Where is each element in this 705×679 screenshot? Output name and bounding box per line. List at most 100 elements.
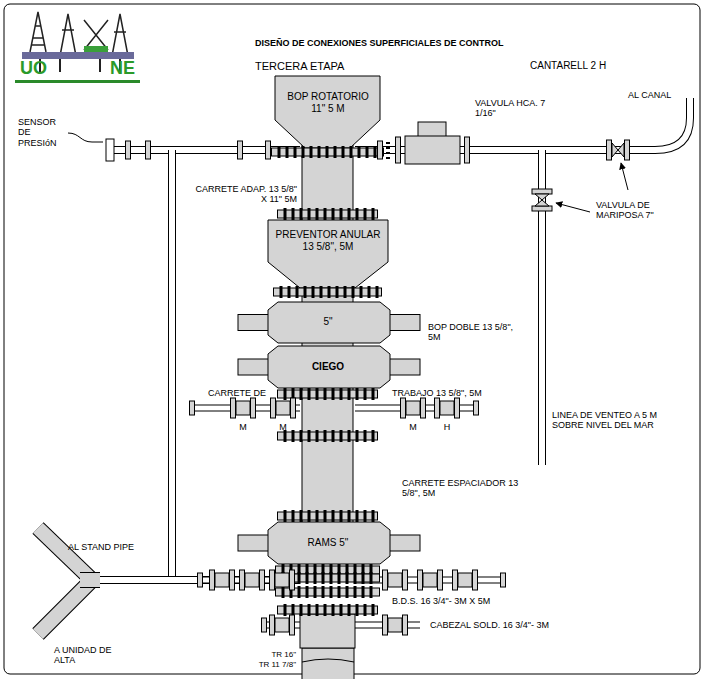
bolt <box>372 510 375 522</box>
rotating-bop-body <box>275 76 380 148</box>
side-flange <box>262 618 267 632</box>
part-label: SENSOR DE PRESIóN <box>18 117 70 148</box>
valve-type: H <box>440 422 454 432</box>
side-flange <box>435 398 440 418</box>
part-label: BOP DOBLE 13 5/8", 5M <box>428 322 514 343</box>
side-flange <box>403 615 408 635</box>
bolt <box>370 572 373 584</box>
bolt <box>386 142 390 144</box>
bolt <box>354 586 357 598</box>
valve-type: M <box>276 422 290 432</box>
bolt <box>308 430 311 442</box>
side-flange <box>260 570 265 590</box>
ram-bonnet <box>388 359 420 375</box>
bolt <box>356 604 359 616</box>
bolt <box>362 572 365 584</box>
bolt <box>324 510 327 522</box>
component-name: PREVENTOR ANULAR 13 5/8", 5M <box>273 229 383 253</box>
bolt <box>358 146 361 158</box>
bolt <box>376 286 379 298</box>
part-label: VALVULA HCA. 7 1/16" <box>475 98 555 119</box>
bolt <box>308 208 311 220</box>
ram-bonnet <box>238 535 270 551</box>
bolt <box>338 572 341 584</box>
butterfly-valve <box>612 143 624 157</box>
part-label: A UNIDAD DE ALTA <box>54 645 126 666</box>
side-flange <box>403 570 408 590</box>
stack-component: PREVENTOR ANULAR 13 5/8", 5M <box>270 227 386 255</box>
bolt <box>386 147 390 149</box>
stack-component: BOP ROTATORIO 11" 5 M <box>280 89 376 117</box>
bolt <box>326 146 329 158</box>
component-name: RAMS 5" <box>295 537 361 549</box>
ram-body <box>268 302 390 343</box>
bolt <box>336 286 339 298</box>
thick-pipe <box>38 580 92 634</box>
bolt <box>348 388 351 400</box>
platform-deck <box>84 46 108 52</box>
bolt <box>278 146 281 158</box>
bolt <box>334 146 337 158</box>
bolt <box>324 388 327 400</box>
part-label: B.D.S. 16 3/4"- 3M X 5M <box>392 596 532 606</box>
bolt <box>322 586 325 598</box>
platform <box>22 52 134 59</box>
gate-valve <box>440 401 454 415</box>
side-flange <box>421 398 426 418</box>
bolt <box>308 388 311 400</box>
derrick <box>30 12 46 52</box>
pipe-wall <box>168 150 176 580</box>
sensor-leader <box>68 133 103 142</box>
stack-component: 5" <box>292 314 364 330</box>
casing <box>302 648 354 679</box>
bolt <box>306 586 309 598</box>
gate-valve <box>276 401 290 415</box>
bolt <box>372 604 375 616</box>
bolt <box>312 286 315 298</box>
bolt <box>350 146 353 158</box>
bolt <box>284 510 287 522</box>
bolt <box>310 146 313 158</box>
flange <box>278 430 378 442</box>
bolt <box>316 510 319 522</box>
hydraulic-valve <box>405 136 460 164</box>
bolt <box>332 510 335 522</box>
side-flange <box>383 615 388 635</box>
bolt <box>288 286 291 298</box>
gate-valve <box>388 618 402 632</box>
bolt <box>300 208 303 220</box>
bolt <box>340 388 343 400</box>
side-flange <box>231 398 236 418</box>
bolt <box>314 586 317 598</box>
ram-body <box>268 346 390 388</box>
bolt <box>300 510 303 522</box>
pipe-wall <box>80 572 100 588</box>
gate-valve <box>245 573 259 587</box>
bolt <box>386 152 390 154</box>
bolt <box>364 604 367 616</box>
bolt <box>386 157 390 159</box>
bolt <box>340 430 343 442</box>
gate-valve <box>423 573 437 587</box>
side-flange <box>190 401 195 415</box>
bolt <box>284 604 287 616</box>
pipe <box>92 580 300 581</box>
bolt <box>346 586 349 598</box>
bolt <box>286 146 289 158</box>
annular-preventer-body <box>268 220 388 288</box>
part-label: TERCERA ETAPA <box>255 60 375 73</box>
bolt <box>332 388 335 400</box>
spool-body <box>303 375 353 535</box>
pipe <box>172 150 173 580</box>
bolt <box>316 604 319 616</box>
side-flange <box>251 398 256 418</box>
bolt <box>368 286 371 298</box>
side-flange <box>607 140 612 160</box>
bolt <box>348 604 351 616</box>
bolt <box>292 208 295 220</box>
side-flange <box>401 398 406 418</box>
wellhead <box>300 614 355 648</box>
part-label: AL CANAL <box>628 90 686 100</box>
gate-valve <box>406 401 420 415</box>
bolt <box>364 430 367 442</box>
